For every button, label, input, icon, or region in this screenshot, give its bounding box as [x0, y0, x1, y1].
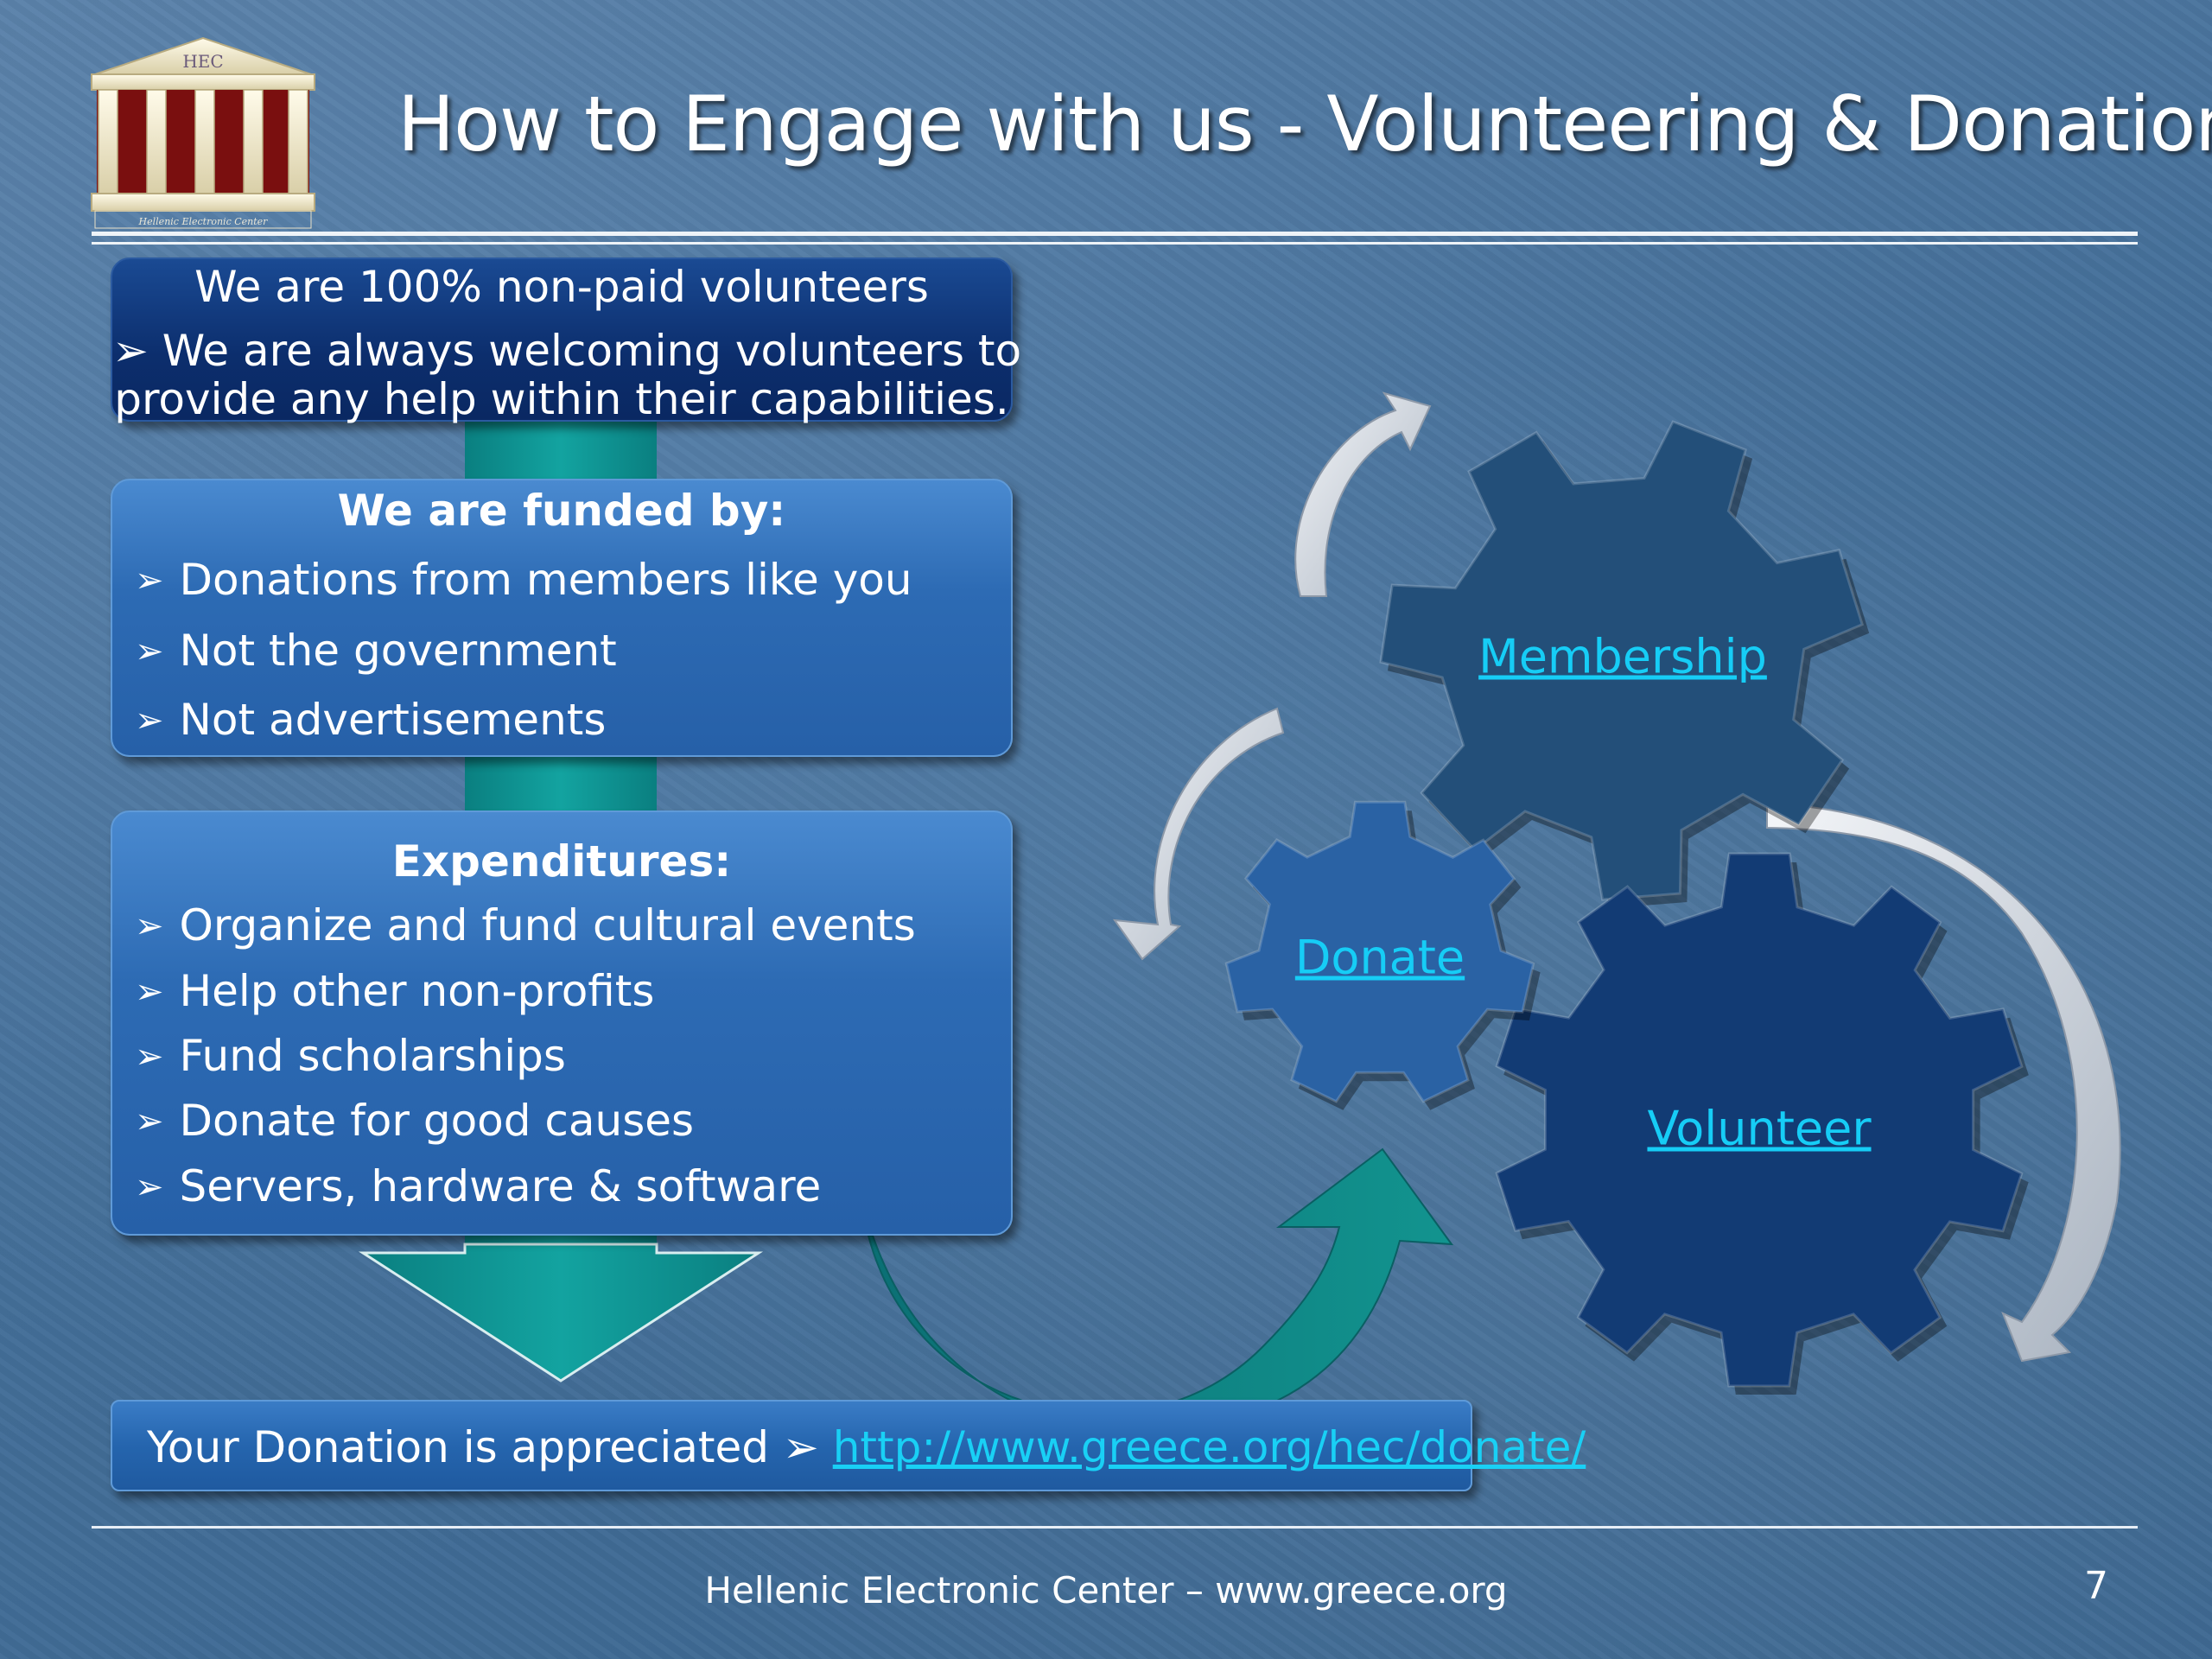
- down-arrow-icon: [358, 1243, 764, 1382]
- membership-gear: [1379, 420, 1870, 909]
- logo-top-text: HEC: [182, 51, 223, 72]
- arrowhead-bullet-icon: ➢: [135, 701, 164, 741]
- arrowhead-bullet-icon: ➢: [135, 906, 164, 946]
- list-item: ➢Donations from members like you: [135, 555, 912, 605]
- curved-arrow-icon: [1112, 707, 1285, 961]
- arrowhead-bullet-icon: ➢: [135, 1037, 164, 1077]
- volunteers-box: We are 100% non-paid volunteers ➢ We are…: [111, 257, 1022, 424]
- footer-divider: [92, 1526, 2138, 1529]
- list-item: ➢Donate for good causes: [135, 1096, 695, 1146]
- donate-gear: [1224, 800, 1541, 1110]
- list-item: ➢Fund scholarships: [135, 1031, 566, 1081]
- gear-icon: [1495, 852, 2024, 1388]
- funding-box: We are funded by: ➢Donations from member…: [111, 479, 1013, 757]
- volunteer-gear: [1495, 852, 2029, 1395]
- donation-text: Your Donation is appreciated ➢: [147, 1422, 819, 1472]
- list-item: ➢Servers, hardware & software: [135, 1161, 822, 1211]
- volunteer-link[interactable]: Volunteer: [1647, 1101, 1872, 1156]
- list-item: ➢Not advertisements: [135, 695, 607, 745]
- donation-bar: Your Donation is appreciated ➢ http://ww…: [111, 1400, 1586, 1491]
- arrowhead-bullet-icon: ➢: [135, 632, 164, 671]
- title-divider-thin: [92, 242, 2138, 245]
- expenditures-box: Expenditures: ➢Organize and fund cultura…: [111, 810, 1013, 1236]
- curved-arrow-icon: [1766, 802, 2121, 1363]
- list-item: ➢Help other non-profits: [135, 966, 655, 1016]
- arrowhead-bullet-icon: ➢: [135, 972, 164, 1012]
- arrowhead-bullet-icon: ➢: [135, 1102, 164, 1141]
- donate-link[interactable]: http://www.greece.org/hec/donate/: [832, 1422, 1586, 1472]
- footer-text: Hellenic Electronic Center – www.greece.…: [704, 1569, 1508, 1611]
- slide-title: How to Engage with us - Volunteering & D…: [397, 79, 2212, 168]
- funding-heading: We are funded by:: [337, 486, 786, 536]
- curved-arrow-icon: [1294, 391, 1432, 597]
- donate-gear-link[interactable]: Donate: [1294, 930, 1465, 985]
- membership-link[interactable]: Membership: [1478, 629, 1767, 684]
- title-divider: [92, 232, 2138, 236]
- expenditures-heading: Expenditures:: [391, 836, 732, 887]
- page-number: 7: [2084, 1564, 2108, 1608]
- gear-icon: [1379, 420, 1865, 901]
- donation-text-wrap: Your Donation is appreciated ➢ http://ww…: [147, 1422, 1586, 1472]
- volunteers-line-3: provide any help within their capabiliti…: [114, 374, 1009, 424]
- volunteers-line-1: We are 100% non-paid volunteers: [194, 262, 929, 312]
- logo-bottom-text: Hellenic Electronic Center: [138, 216, 269, 227]
- arrowhead-bullet-icon: ➢: [135, 1167, 164, 1207]
- arrowhead-bullet-icon: ➢: [135, 561, 164, 601]
- list-item: ➢Not the government: [135, 626, 617, 676]
- list-item: ➢Organize and fund cultural events: [135, 900, 916, 950]
- gear-icon: [1224, 800, 1535, 1103]
- volunteers-line-2: ➢ We are always welcoming volunteers to: [112, 326, 1022, 376]
- greek-temple-icon: HEC Hellenic Electronic Center: [91, 36, 315, 229]
